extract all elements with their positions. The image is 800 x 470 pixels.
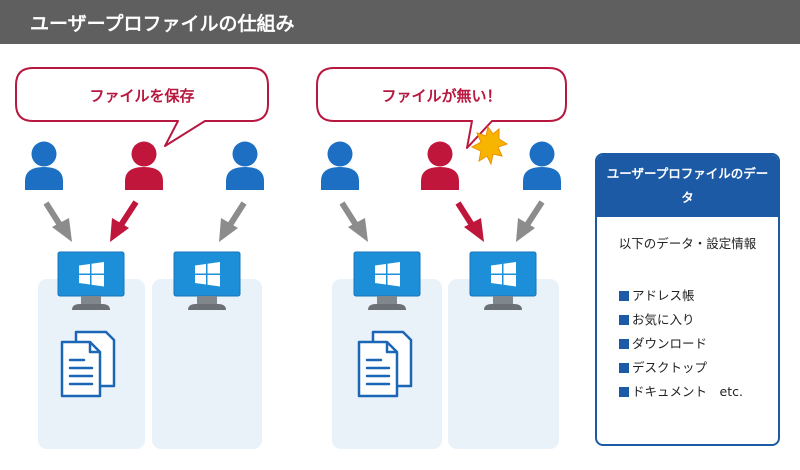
profile-data-legend: ユーザープロファイルのデータ 以下のデータ・設定情報 アドレス帳 お気に入り ダ…: [595, 153, 780, 446]
person-icon: [125, 141, 163, 190]
person-icon: [321, 141, 359, 190]
square-bullet-icon: [619, 339, 629, 349]
list-item: ドキュメント etc.: [619, 380, 778, 404]
legend-subtitle: 以下のデータ・設定情報: [618, 236, 757, 251]
arrow-down-icon: [43, 201, 72, 242]
arrow-down-icon: [455, 201, 484, 242]
speech-bubble-right: [316, 67, 567, 149]
person-icon: [25, 141, 63, 190]
list-item: お気に入り: [619, 308, 778, 332]
legend-header: ユーザープロファイルのデータ: [597, 155, 778, 217]
square-bullet-icon: [619, 291, 629, 301]
arrow-down-icon: [110, 200, 139, 242]
arrow-down-icon: [516, 200, 545, 242]
title-bar: ユーザープロファイルの仕組み: [0, 0, 800, 44]
square-bullet-icon: [619, 363, 629, 373]
document-icon: [60, 330, 116, 398]
square-bullet-icon: [619, 315, 629, 325]
list-item: デスクトップ: [619, 356, 778, 380]
arrow-down-icon: [219, 201, 247, 242]
person-icon: [421, 141, 459, 190]
burst-icon: [470, 125, 509, 166]
bubble-text-right: ファイルが無い！: [381, 87, 502, 105]
pc-panel-2: [152, 279, 262, 449]
arrow-down-icon: [339, 201, 368, 242]
person-icon: [523, 141, 561, 190]
pc-panel-4: [448, 279, 559, 449]
speech-bubble-left: [15, 67, 269, 147]
list-item: ダウンロード: [619, 332, 778, 356]
bubble-text-left: ファイルを保存: [89, 87, 195, 105]
person-icon: [226, 141, 264, 190]
page-title: ユーザープロファイルの仕組み: [30, 13, 295, 35]
square-bullet-icon: [619, 387, 629, 397]
legend-list: アドレス帳 お気に入り ダウンロード デスクトップ ドキュメント etc.: [619, 284, 778, 404]
document-icon: [357, 330, 413, 398]
list-item: アドレス帳: [619, 284, 778, 308]
